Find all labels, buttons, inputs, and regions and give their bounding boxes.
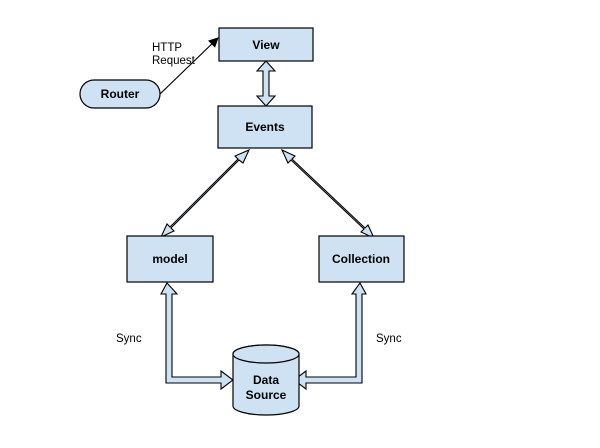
data-source-label-line2: Source bbox=[246, 388, 287, 402]
datasource-collection-sync-arrow bbox=[293, 281, 367, 391]
events-model-double-arrow bbox=[159, 148, 251, 239]
data-source-label-line1: Data bbox=[253, 373, 279, 387]
view-events-double-arrow bbox=[255, 60, 277, 107]
model-node: model bbox=[126, 235, 214, 283]
router-label: Router bbox=[101, 87, 140, 101]
sync-left-label: Sync bbox=[116, 333, 142, 345]
datasource-model-sync-arrow bbox=[160, 282, 234, 391]
http-request-label-line2: Request bbox=[152, 55, 196, 67]
router-to-view-arrow bbox=[159, 37, 219, 95]
router-node: Router bbox=[79, 79, 161, 109]
http-request-label-line1: HTTP bbox=[152, 42, 182, 54]
view-label: View bbox=[252, 38, 280, 52]
sync-right-label: Sync bbox=[376, 333, 402, 345]
events-label: Events bbox=[245, 120, 285, 134]
model-label: model bbox=[152, 252, 187, 266]
view-node: View bbox=[218, 27, 314, 62]
collection-label: Collection bbox=[332, 252, 390, 266]
data-source-node: Data Source bbox=[232, 344, 300, 416]
events-node: Events bbox=[217, 105, 313, 149]
events-collection-double-arrow bbox=[280, 148, 376, 240]
collection-node: Collection bbox=[318, 235, 405, 283]
